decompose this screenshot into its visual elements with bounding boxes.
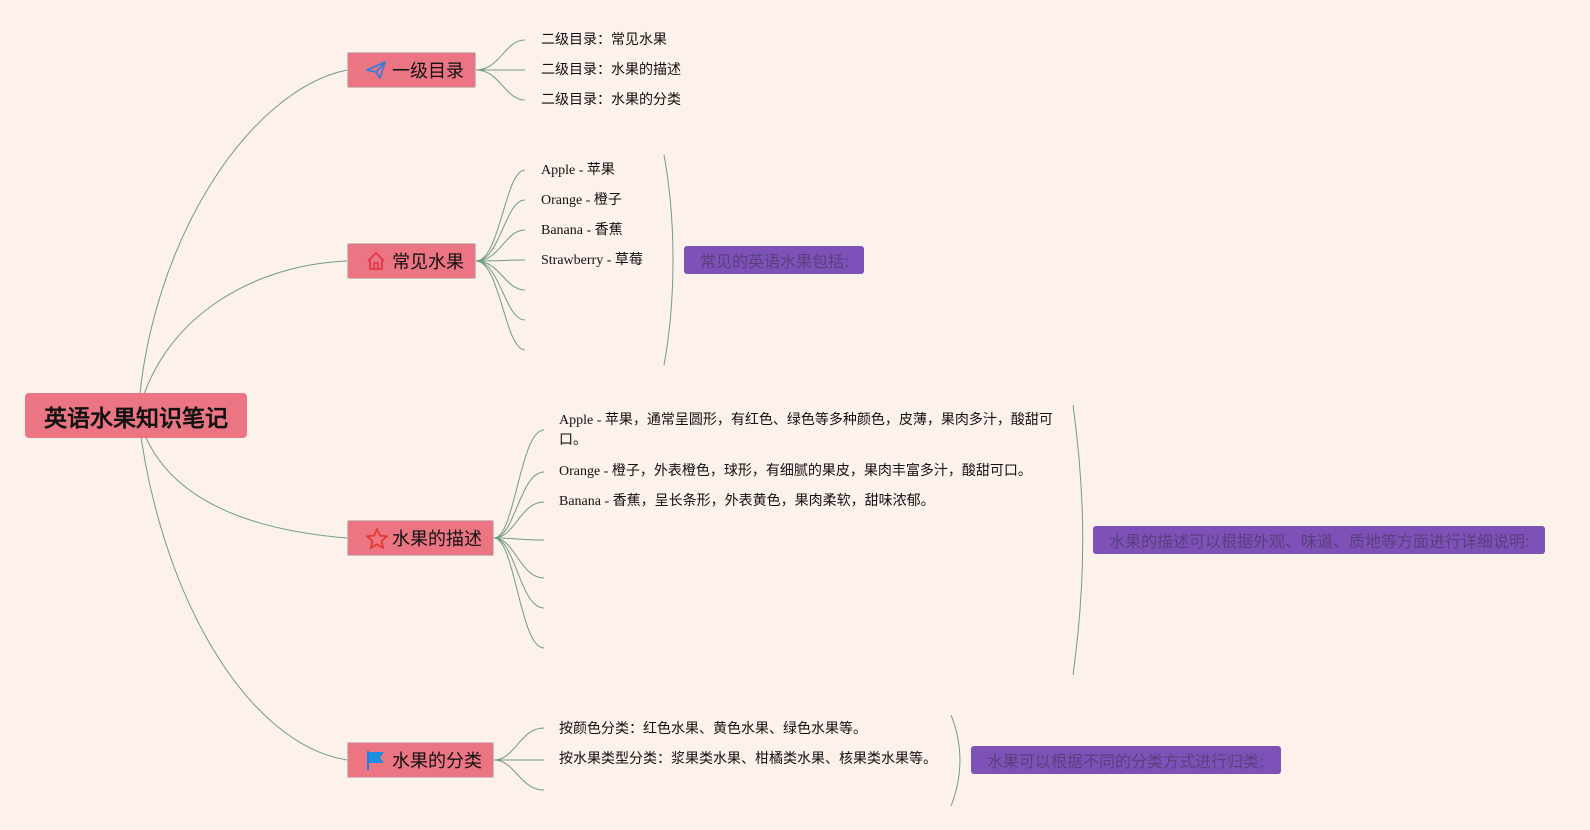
catalog-item[interactable]: 二级目录：水果的描述 bbox=[541, 63, 681, 78]
summary-brace-desc bbox=[1072, 404, 1084, 676]
summary-common-label: 常见的英语水果包括: bbox=[700, 252, 850, 271]
connector-common-6 bbox=[475, 260, 526, 321]
connector-root-catalog bbox=[137, 69, 348, 416]
summary-classify-label: 水果可以根据不同的分类方式进行归类: bbox=[987, 752, 1265, 771]
flag-icon bbox=[365, 749, 387, 771]
branch-classify-label: 水果的分类 bbox=[392, 751, 482, 772]
summary-fruit-classification[interactable]: 水果可以根据不同的分类方式进行归类: bbox=[971, 746, 1281, 774]
description-item[interactable]: Banana - 香蕉，呈长条形，外表黄色，果肉柔软，甜味浓郁。 bbox=[559, 494, 935, 509]
branch-desc-label: 水果的描述 bbox=[392, 529, 482, 550]
common-fruit-item[interactable]: Apple - 苹果 bbox=[541, 163, 615, 178]
common-fruit-item[interactable]: Orange - 橙子 bbox=[541, 193, 622, 208]
connector-common-2 bbox=[475, 199, 526, 262]
summary-brace-classify bbox=[950, 714, 961, 807]
connector-root-desc bbox=[137, 414, 348, 539]
connector-common-1 bbox=[475, 169, 526, 262]
classification-item[interactable]: 按颜色分类：红色水果、黄色水果、绿色水果等。 bbox=[559, 722, 867, 737]
summary-common-fruits[interactable]: 常见的英语水果包括: bbox=[684, 246, 864, 274]
connector-classify-3 bbox=[493, 759, 545, 791]
connector-desc-1 bbox=[493, 429, 545, 539]
catalog-item[interactable]: 二级目录：水果的分类 bbox=[541, 93, 681, 108]
paper-plane-icon bbox=[365, 59, 387, 81]
common-fruit-item[interactable]: Banana - 香蕉 bbox=[541, 223, 623, 238]
connector-common-4 bbox=[475, 259, 526, 262]
connector-catalog-3 bbox=[475, 69, 526, 101]
branch-fruit-description[interactable]: 水果的描述 bbox=[347, 520, 494, 556]
branch-common-fruits[interactable]: 常见水果 bbox=[347, 243, 476, 279]
description-item[interactable]: Orange - 橙子，外表橙色，球形，有细腻的果皮，果肉丰富多汁，酸甜可口。 bbox=[559, 464, 1032, 479]
connector-common-3 bbox=[475, 229, 526, 262]
connector-desc-5 bbox=[493, 537, 545, 579]
connector-catalog-1 bbox=[475, 39, 526, 71]
star-icon bbox=[365, 527, 388, 549]
summary-brace-common bbox=[663, 154, 674, 366]
connector-root-common bbox=[137, 260, 348, 416]
connector-common-5 bbox=[475, 260, 526, 291]
root-topic-label: 英语水果知识笔记 bbox=[44, 405, 228, 432]
common-fruit-item[interactable]: Strawberry - 草莓 bbox=[541, 253, 643, 268]
branch-fruit-classification[interactable]: 水果的分类 bbox=[347, 742, 494, 778]
root-topic[interactable]: 英语水果知识笔记 bbox=[25, 393, 247, 438]
catalog-item[interactable]: 二级目录：常见水果 bbox=[541, 33, 667, 48]
branch-catalog-label: 一级目录 bbox=[392, 61, 464, 82]
branch-common-label: 常见水果 bbox=[392, 252, 464, 273]
connector-desc-2 bbox=[493, 471, 545, 539]
connector-desc-7 bbox=[493, 537, 545, 649]
branch-catalog[interactable]: 一级目录 bbox=[347, 52, 476, 88]
connector-classify-1 bbox=[493, 727, 545, 761]
connector-common-7 bbox=[475, 260, 526, 351]
connector-desc-4 bbox=[493, 537, 545, 541]
classification-item[interactable]: 按水果类型分类：浆果类水果、柑橘类水果、核果类水果等。 bbox=[559, 752, 937, 767]
summary-fruit-description[interactable]: 水果的描述可以根据外观、味道、质地等方面进行详细说明: bbox=[1093, 526, 1545, 554]
description-item[interactable]: Apple - 苹果，通常呈圆形，有红色、绿色等多种颜色，皮薄，果肉多汁，酸甜可… bbox=[559, 413, 1053, 448]
connector-desc-6 bbox=[493, 537, 545, 609]
connector-root-classify bbox=[137, 414, 348, 761]
summary-desc-label: 水果的描述可以根据外观、味道、质地等方面进行详细说明: bbox=[1109, 532, 1531, 551]
home-icon bbox=[365, 250, 387, 272]
connector-desc-3 bbox=[493, 501, 545, 539]
